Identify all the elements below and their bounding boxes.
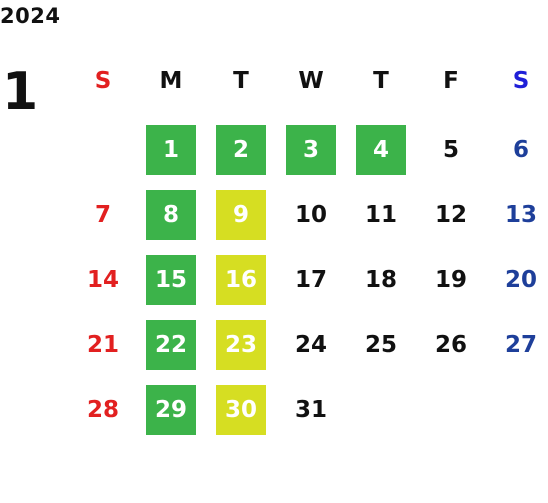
month-number: 1 xyxy=(2,62,39,122)
calendar-day[interactable]: 26 xyxy=(434,332,467,358)
calendar-day[interactable]: 16 xyxy=(216,255,266,305)
calendar-day[interactable]: 3 xyxy=(286,125,336,175)
calendar-day[interactable]: 17 xyxy=(294,267,327,293)
year-label: 2024 xyxy=(0,4,61,28)
weekday-header: T xyxy=(373,68,389,94)
calendar-day[interactable]: 1 xyxy=(146,125,196,175)
weekday-header: F xyxy=(443,68,459,94)
calendar-day[interactable]: 24 xyxy=(294,332,327,358)
calendar-day[interactable]: 29 xyxy=(146,385,196,435)
weekday-header: S xyxy=(512,68,530,94)
calendar-day[interactable]: 2 xyxy=(216,125,266,175)
calendar-day[interactable]: 28 xyxy=(86,397,119,423)
calendar-day[interactable]: 14 xyxy=(86,267,119,293)
calendar-day[interactable]: 12 xyxy=(434,202,467,228)
calendar-day[interactable]: 10 xyxy=(294,202,327,228)
calendar-day[interactable]: 7 xyxy=(94,202,111,228)
calendar-day[interactable]: 31 xyxy=(294,397,327,423)
calendar-day[interactable]: 30 xyxy=(216,385,266,435)
calendar-day[interactable]: 23 xyxy=(216,320,266,370)
calendar-day[interactable]: 15 xyxy=(146,255,196,305)
weekday-header: M xyxy=(159,68,183,94)
weekday-header: W xyxy=(298,68,324,94)
calendar-day[interactable]: 22 xyxy=(146,320,196,370)
calendar-day[interactable]: 11 xyxy=(364,202,397,228)
calendar-day[interactable]: 20 xyxy=(504,267,537,293)
calendar-day[interactable]: 4 xyxy=(356,125,406,175)
calendar-day[interactable]: 6 xyxy=(512,137,529,163)
calendar-day[interactable]: 21 xyxy=(86,332,119,358)
calendar-day[interactable]: 27 xyxy=(504,332,537,358)
calendar-day[interactable]: 25 xyxy=(364,332,397,358)
weekday-header: S xyxy=(94,68,112,94)
calendar-day[interactable]: 13 xyxy=(504,202,537,228)
calendar-day[interactable]: 9 xyxy=(216,190,266,240)
calendar-day[interactable]: 8 xyxy=(146,190,196,240)
calendar-day[interactable]: 5 xyxy=(442,137,459,163)
calendar-day[interactable]: 18 xyxy=(364,267,397,293)
calendar-day[interactable]: 19 xyxy=(434,267,467,293)
weekday-header: T xyxy=(233,68,249,94)
